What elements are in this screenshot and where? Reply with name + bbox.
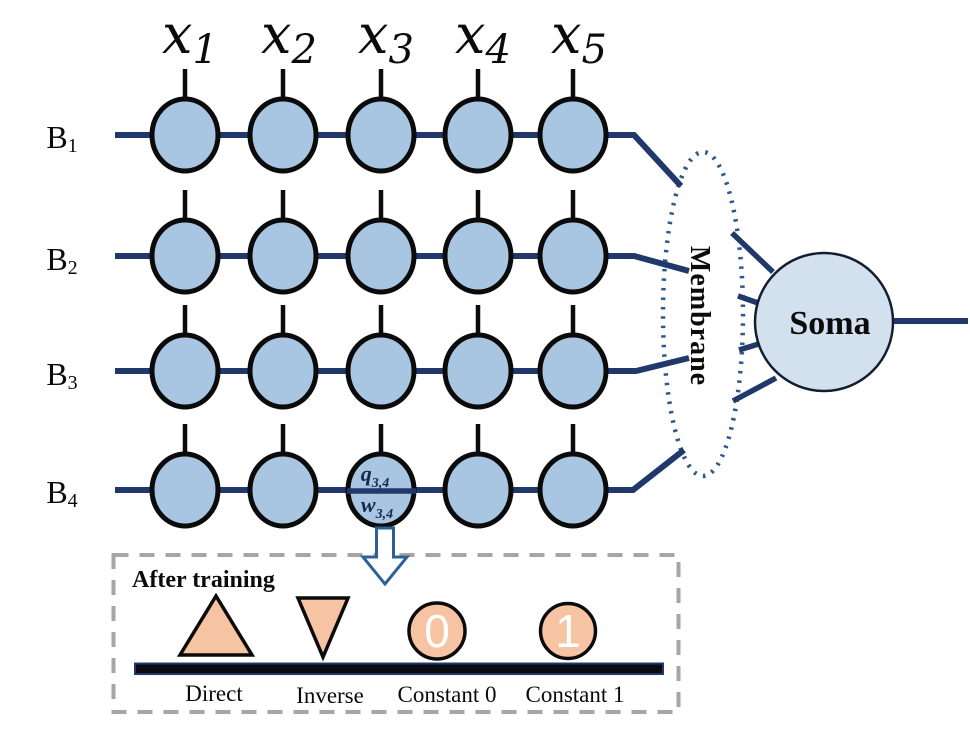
legend-label-constant0: Constant 0 bbox=[397, 682, 496, 707]
membrane-label: Membrane bbox=[684, 246, 715, 386]
legend-axis-line bbox=[134, 662, 664, 675]
denominator-subscript: 3,4 bbox=[375, 507, 394, 522]
synapse-node bbox=[537, 332, 609, 410]
synapse-node bbox=[537, 96, 609, 174]
legend-label-constant1: Constant 1 bbox=[525, 682, 624, 707]
branch-label-b4: B4 bbox=[46, 474, 77, 512]
synapse-node bbox=[537, 217, 609, 295]
synapse-node bbox=[345, 332, 417, 410]
inverse-triangle-icon bbox=[295, 596, 351, 662]
input-label-x4: x4 bbox=[455, 3, 511, 73]
synapse-node bbox=[442, 451, 514, 529]
membrane-ellipse bbox=[660, 149, 746, 479]
soma-label: Soma bbox=[789, 305, 870, 342]
synapse-node bbox=[442, 332, 514, 410]
constant1-circle-icon bbox=[538, 601, 598, 661]
legend-label-direct: Direct bbox=[185, 681, 243, 706]
legend: After training 0 1 Direct Inverse Consta… bbox=[132, 567, 664, 708]
weight-denominator: w3,4 bbox=[361, 492, 393, 522]
denominator-symbol: w bbox=[361, 492, 376, 517]
membrane-soma-connector bbox=[730, 231, 775, 274]
membrane-soma-connector bbox=[731, 375, 778, 404]
expand-arrow-icon bbox=[359, 526, 411, 587]
constant0-digit: 0 bbox=[424, 605, 450, 657]
synapse-weight-detail: q3,4 w3,4 bbox=[347, 461, 416, 522]
legend-title: After training bbox=[132, 567, 275, 593]
branch-label-b3: B3 bbox=[46, 356, 77, 394]
synapse-node bbox=[345, 96, 417, 174]
synapse-node bbox=[149, 217, 221, 295]
synapse-grid bbox=[149, 69, 609, 529]
legend-label-inverse: Inverse bbox=[296, 683, 364, 708]
branch-lines bbox=[115, 132, 690, 493]
synapse-node bbox=[247, 451, 319, 529]
input-labels: x1 x2 x3 x4 x5 bbox=[162, 3, 607, 73]
synapse-node bbox=[149, 96, 221, 174]
branch-labels: B1 B2 B3 B4 bbox=[46, 119, 77, 512]
synapse-node bbox=[537, 451, 609, 529]
constant0-circle-icon bbox=[407, 601, 467, 661]
branch-label-b1: B1 bbox=[46, 119, 77, 157]
input-label-x1: x1 bbox=[162, 3, 218, 73]
numerator-subscript: 3,4 bbox=[371, 476, 390, 491]
branch-label-b2: B2 bbox=[46, 241, 77, 279]
input-label-x5: x5 bbox=[551, 3, 607, 73]
synapse-node bbox=[149, 451, 221, 529]
synapse-node bbox=[247, 96, 319, 174]
input-label-x2: x2 bbox=[261, 3, 317, 73]
synapse-node bbox=[442, 96, 514, 174]
constant1-digit: 1 bbox=[555, 605, 581, 657]
synapse-node bbox=[149, 332, 221, 410]
synapse-node bbox=[345, 217, 417, 295]
synapse-node bbox=[247, 217, 319, 295]
numerator-symbol: q bbox=[361, 461, 372, 486]
input-label-x3: x3 bbox=[358, 3, 414, 73]
direct-triangle-icon bbox=[176, 592, 256, 657]
weight-numerator: q3,4 bbox=[361, 461, 390, 491]
soma-circle bbox=[753, 251, 895, 393]
synapse-node bbox=[442, 217, 514, 295]
synapse-node bbox=[247, 332, 319, 410]
